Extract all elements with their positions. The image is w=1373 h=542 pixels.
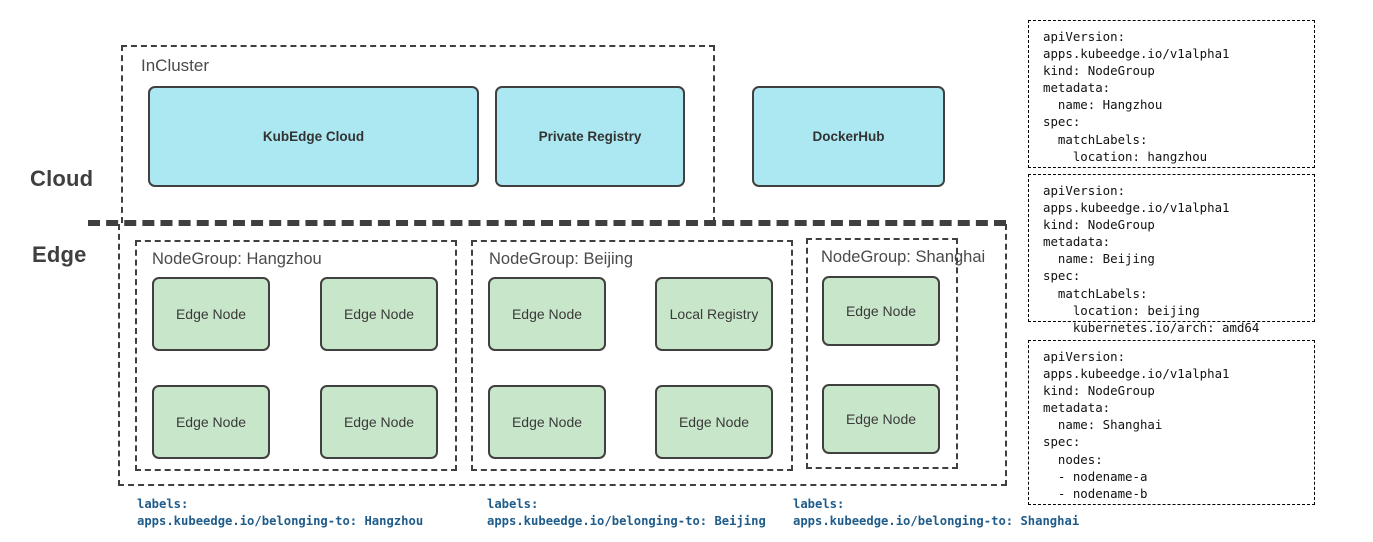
cloud-edge-divider: [88, 220, 1006, 226]
nodegroup-shanghai-box: [806, 238, 958, 469]
nodegroup-hangzhou-box: [135, 240, 457, 471]
private-registry-box[interactable]: Private Registry: [495, 86, 685, 187]
beijing-labels-annotation: labels: apps.kubeedge.io/belonging-to: B…: [487, 496, 766, 530]
labels-value: apps.kubeedge.io/belonging-to: Shanghai: [793, 514, 1080, 528]
edge-node-box[interactable]: Edge Node: [488, 385, 606, 459]
edge-node-box[interactable]: Edge Node: [488, 277, 606, 351]
nodegroup-beijing-label: NodeGroup: Beijing: [489, 250, 634, 268]
hangzhou-labels-annotation: labels: apps.kubeedge.io/belonging-to: H…: [137, 496, 423, 530]
beijing-nodegroup-manifest: apiVersion: apps.kubeedge.io/v1alpha1 ki…: [1028, 174, 1315, 335]
labels-key: labels:: [487, 497, 539, 511]
edge-node-box[interactable]: Edge Node: [822, 276, 940, 346]
labels-key: labels:: [793, 497, 845, 511]
edge-node-box[interactable]: Edge Node: [822, 384, 940, 454]
edge-node-box[interactable]: Edge Node: [320, 277, 438, 351]
labels-key: labels:: [137, 497, 189, 511]
nodegroup-shanghai-label: NodeGroup: Shanghai: [821, 248, 986, 266]
kubedge-cloud-box[interactable]: KubEdge Cloud: [148, 86, 479, 187]
nodegroup-beijing-box: [471, 240, 793, 471]
cloud-tier-label: Cloud: [30, 166, 94, 191]
edge-node-box[interactable]: Edge Node: [152, 277, 270, 351]
dockerhub-box[interactable]: DockerHub: [752, 86, 945, 187]
shanghai-labels-annotation: labels: apps.kubeedge.io/belonging-to: S…: [793, 496, 1079, 530]
local-registry-box[interactable]: Local Registry: [655, 277, 773, 351]
edge-node-box[interactable]: Edge Node: [152, 385, 270, 459]
labels-value: apps.kubeedge.io/belonging-to: Hangzhou: [137, 514, 424, 528]
edge-region-box: [118, 224, 1007, 486]
incluster-group-label: InCluster: [141, 56, 210, 75]
hangzhou-nodegroup-manifest: apiVersion: apps.kubeedge.io/v1alpha1 ki…: [1028, 20, 1315, 168]
edge-tier-label: Edge: [32, 242, 87, 267]
labels-value: apps.kubeedge.io/belonging-to: Beijing: [487, 514, 766, 528]
shanghai-nodegroup-manifest: apiVersion: apps.kubeedge.io/v1alpha1 ki…: [1028, 340, 1315, 505]
incluster-group-box: [121, 45, 715, 223]
edge-node-box[interactable]: Edge Node: [655, 385, 773, 459]
nodegroup-hangzhou-label: NodeGroup: Hangzhou: [152, 250, 322, 268]
edge-node-box[interactable]: Edge Node: [320, 385, 438, 459]
